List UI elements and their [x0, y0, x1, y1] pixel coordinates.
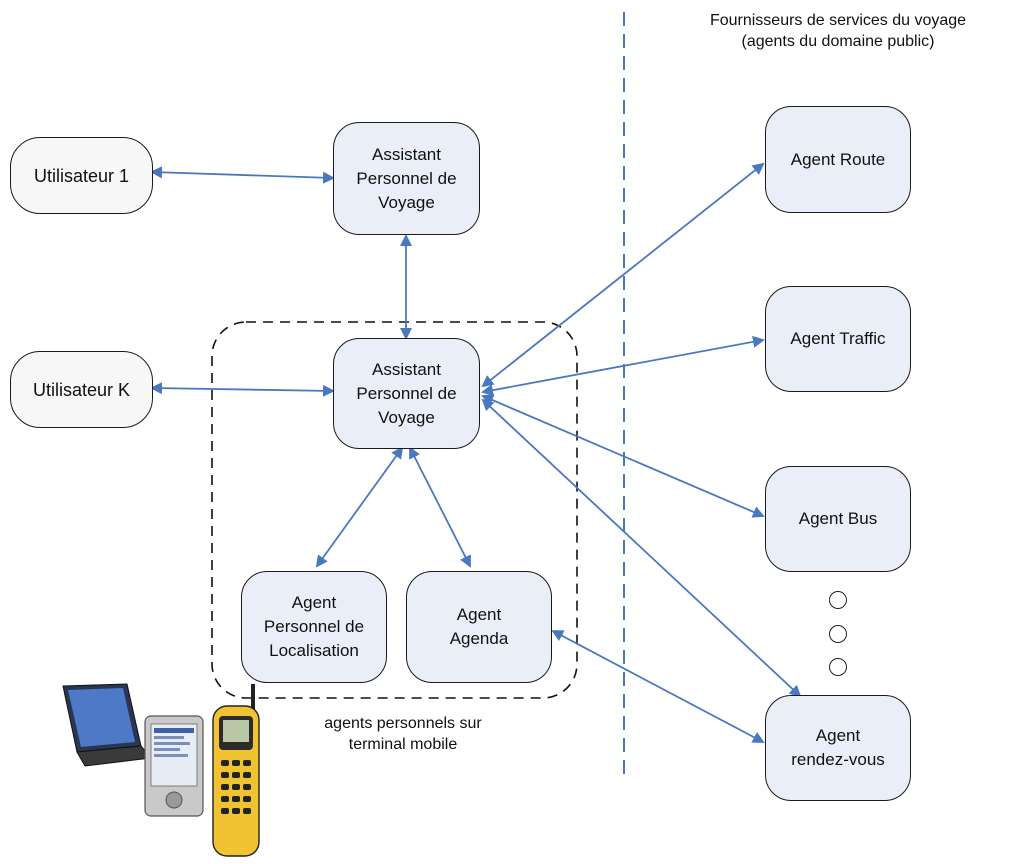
node-assistant-top: Assistant Personnel de Voyage: [333, 122, 480, 235]
arrow-assistant-main-localisation: [315, 446, 404, 568]
connections: [150, 162, 802, 743]
arrow-user1-assistant-top: [150, 166, 335, 184]
node-utilisateur-1: Utilisateur 1: [10, 137, 153, 214]
phone-icon: [212, 684, 260, 857]
node-agent-route: Agent Route: [765, 106, 911, 213]
mobile-terminal-group: [211, 321, 578, 699]
node-agent-rendez-vous: Agent rendez-vous: [765, 695, 911, 801]
mobile-devices-illustration: [62, 683, 260, 857]
arrow-userK-assistant-main: [150, 382, 335, 397]
node-agent-agenda: Agent Agenda: [406, 571, 552, 683]
node-agent-traffic: Agent Traffic: [765, 286, 911, 392]
providers-title: Fournisseurs de services du voyage (agen…: [709, 12, 967, 50]
ellipsis-dot-1: [829, 591, 847, 609]
node-agent-bus: Agent Bus: [765, 466, 911, 572]
laptop-icon: [62, 683, 152, 767]
node-agent-localisation: Agent Personnel de Localisation: [241, 571, 387, 683]
node-assistant-main: Assistant Personnel de Voyage: [333, 338, 480, 449]
mobile-group-label: agents personnels sur terminal mobile: [324, 715, 482, 753]
arrow-assistant-main-agenda: [409, 446, 471, 568]
node-utilisateur-k: Utilisateur K: [10, 351, 153, 428]
arrow-agenda-rdv: [551, 630, 765, 743]
arrow-assistant-main-traffic: [481, 335, 765, 397]
pda-icon: [144, 715, 204, 817]
ellipsis-dot-3: [829, 658, 847, 676]
ellipsis-dot-2: [829, 625, 847, 643]
